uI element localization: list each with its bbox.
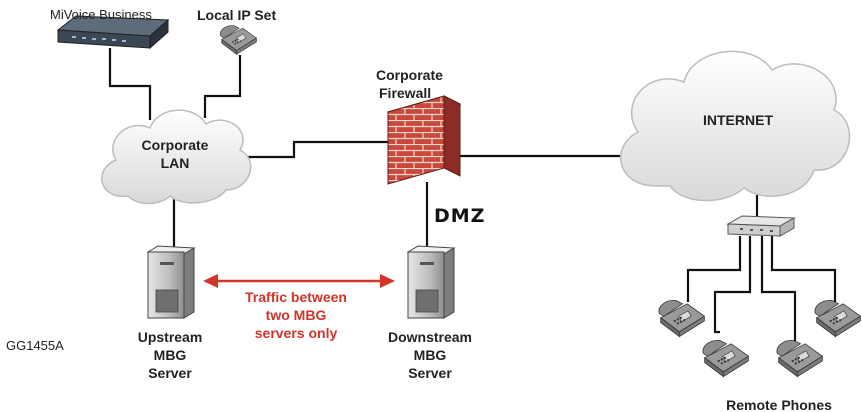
dmz-label: DMZ	[434, 205, 485, 227]
remote-phone-3-icon	[776, 340, 823, 377]
mivoice-business-label: MiVoice Business	[50, 7, 152, 22]
firewall-label-2: Firewall	[379, 85, 431, 101]
downstream-label-3: Server	[408, 365, 452, 381]
remote-phone-1-icon	[658, 300, 705, 337]
upstream-label-2: MBG	[154, 347, 187, 363]
remote-phone-2-icon	[702, 340, 749, 377]
figure-id-label: GG1455A	[6, 338, 64, 353]
firewall-label-1: Corporate	[376, 67, 443, 83]
traffic-label-1: Traffic between	[245, 289, 347, 305]
remote-phone-4-icon	[814, 300, 861, 337]
internet-cloud	[620, 50, 851, 202]
corporate-lan-cloud	[101, 109, 252, 205]
firewall-icon	[386, 95, 462, 185]
connection-lines	[108, 48, 837, 345]
downstream-label-2: MBG	[414, 347, 447, 363]
downstream-label-1: Downstream	[388, 329, 472, 345]
local-ip-set-label: Local IP Set	[197, 7, 276, 23]
corporate-lan-label-1: Corporate	[142, 137, 209, 153]
network-switch-icon	[726, 215, 796, 237]
upstream-label-3: Server	[148, 365, 192, 381]
upstream-server-icon	[146, 245, 196, 319]
internet-label: INTERNET	[703, 112, 773, 128]
mivoice-business-device	[56, 15, 170, 50]
traffic-label-3: servers only	[255, 325, 338, 341]
traffic-arrow	[203, 274, 395, 288]
upstream-label-1: Upstream	[138, 329, 203, 345]
traffic-label-2: two MBG	[266, 307, 327, 323]
local-ip-phone-icon	[220, 25, 257, 55]
corporate-lan-label-2: LAN	[161, 155, 190, 171]
remote-phones-label: Remote Phones	[726, 397, 832, 412]
downstream-server-icon	[406, 245, 456, 319]
